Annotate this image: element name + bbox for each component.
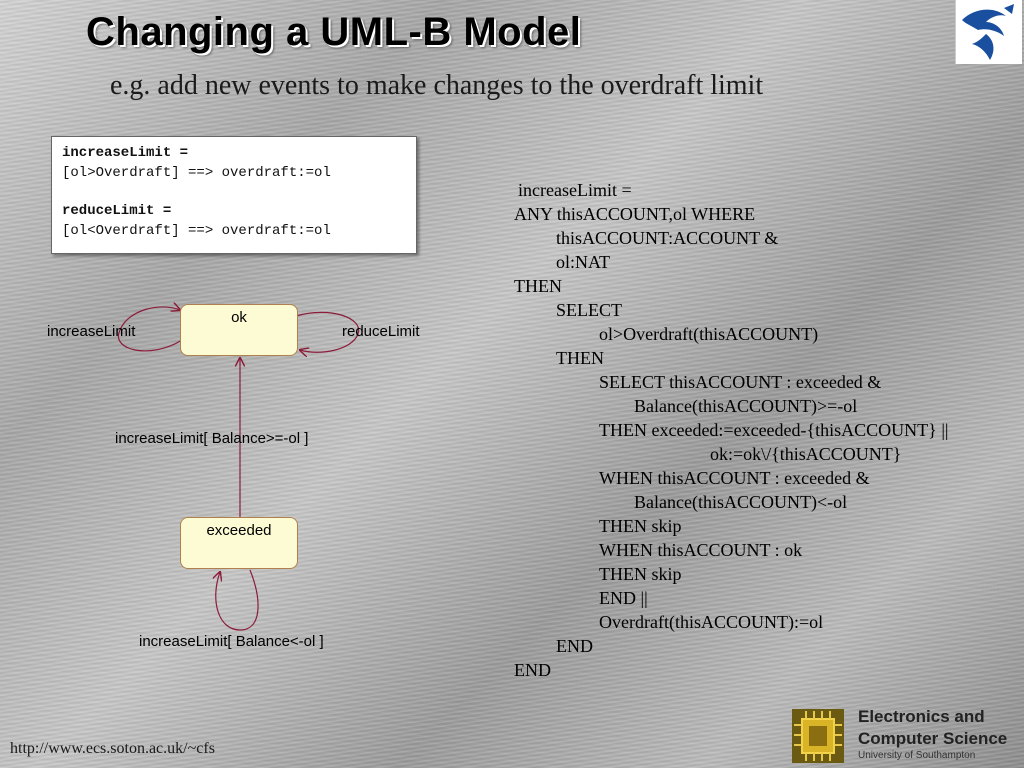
- label-increase-limit: increaseLimit: [47, 323, 136, 340]
- ecs-logo-line3: University of Southampton: [858, 750, 976, 761]
- state-exceeded-label: exceeded: [206, 522, 272, 539]
- spec-line: THEN skip: [599, 564, 682, 584]
- chip-icon: [792, 709, 844, 763]
- spec-line: WHEN thisACCOUNT : exceeded &: [599, 468, 870, 488]
- footer-url: http://www.ecs.soton.ac.uk/~cfs: [10, 740, 215, 757]
- label-reduce-limit: reduceLimit: [342, 323, 420, 340]
- spec-line: ok:=ok\/{thisACCOUNT}: [710, 444, 902, 464]
- event2-guard: [ol<Overdraft] ==> overdraft:=ol: [62, 223, 331, 239]
- ok-reduce-loop-arrow: [295, 311, 360, 352]
- spec-line: WHEN thisACCOUNT : ok: [599, 540, 803, 560]
- state-exceeded: exceeded: [180, 517, 298, 569]
- state-ok: ok: [180, 304, 298, 356]
- state-diagram-arrows: [117, 280, 360, 631]
- label-exceeded-loop: increaseLimit[ Balance<-ol ]: [139, 633, 324, 650]
- event1-name: increaseLimit =: [62, 145, 189, 161]
- spec-line: END: [514, 660, 551, 680]
- ecs-logo-line2: Computer Science: [858, 729, 1008, 748]
- spec-line: END: [556, 636, 593, 656]
- exceeded-loop-arrow: [216, 570, 259, 631]
- event-b-specification: increaseLimit = ANY thisACCOUNT,ol WHERE t…: [514, 178, 949, 682]
- spec-line: ANY thisACCOUNT,ol WHERE: [514, 204, 756, 224]
- spec-line: THEN: [514, 276, 562, 296]
- spec-line: Balance(thisACCOUNT)>=-ol: [634, 396, 858, 416]
- ecs-logo-line1: Electronics and: [858, 707, 985, 726]
- state-diagram: ok exceeded increaseLimit reduceLimit in…: [0, 280, 500, 680]
- event1-guard: [ol>Overdraft] ==> overdraft:=ol: [62, 165, 331, 181]
- event2-name: reduceLimit =: [62, 203, 172, 219]
- event-definition-box: increaseLimit = [ol>Overdraft] ==> overd…: [51, 136, 417, 254]
- ecs-logo-text: Electronics and Computer Science Univers…: [858, 706, 1007, 762]
- spec-line: ol>Overdraft(thisACCOUNT): [599, 324, 819, 344]
- spec-line: ol:NAT: [556, 252, 610, 272]
- spec-line: THEN: [556, 348, 604, 368]
- spec-line: SELECT: [556, 300, 622, 320]
- slide-title: Changing a UML-B Model: [86, 10, 582, 54]
- dolphin-logo-icon: [955, 0, 1022, 64]
- state-ok-label: ok: [231, 309, 247, 326]
- slide-subtitle: e.g. add new events to make changes to t…: [110, 70, 764, 101]
- spec-line: END ||: [599, 588, 648, 608]
- spec-line: THEN exceeded:=exceeded-{thisACCOUNT} ||: [599, 420, 949, 440]
- label-transition-to-ok: increaseLimit[ Balance>=-ol ]: [115, 430, 309, 447]
- spec-line: increaseLimit =: [518, 180, 632, 200]
- spec-line: thisACCOUNT:ACCOUNT &: [556, 228, 779, 248]
- spec-line: SELECT thisACCOUNT : exceeded &: [599, 372, 882, 392]
- spec-line: THEN skip: [599, 516, 682, 536]
- spec-line: Overdraft(thisACCOUNT):=ol: [599, 612, 824, 632]
- ok-increase-loop-arrow: [117, 307, 182, 352]
- spec-line: Balance(thisACCOUNT)<-ol: [634, 492, 848, 512]
- ecs-logo: Electronics and Computer Science Univers…: [792, 706, 1024, 768]
